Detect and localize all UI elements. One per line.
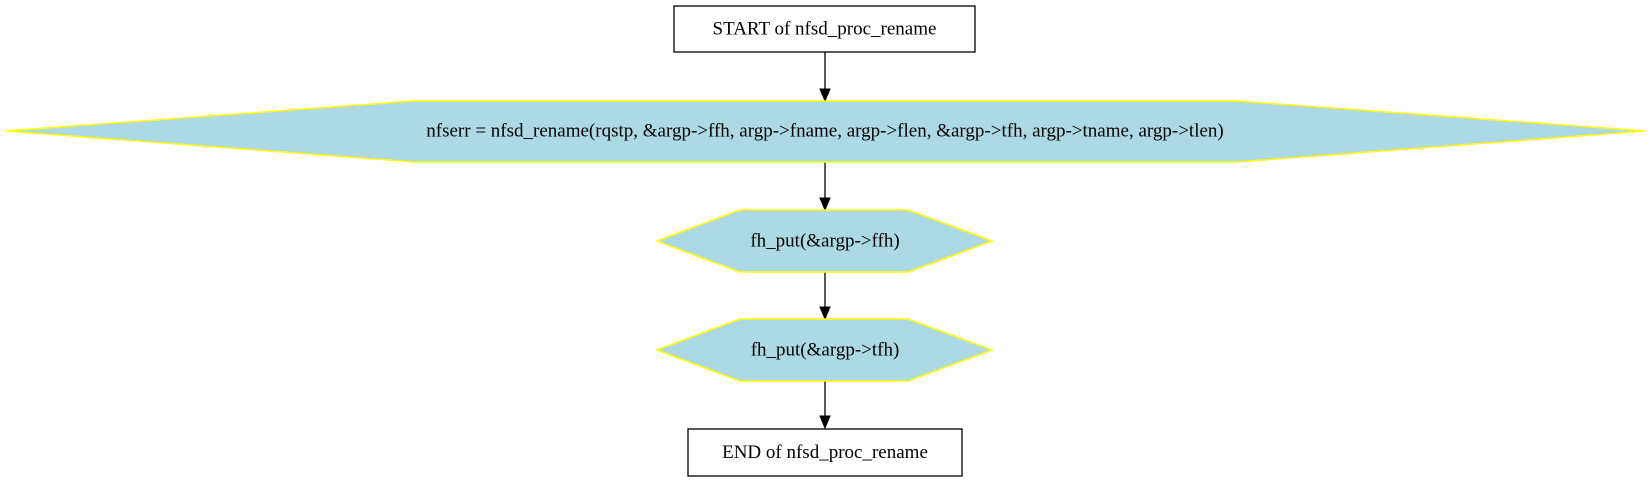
end-node-label: END of nfsd_proc_rename xyxy=(722,442,928,463)
put-tfh-node-label: fh_put(&argp->tfh) xyxy=(751,340,900,361)
put-ffh-node-shape xyxy=(654,209,995,273)
start-node-box xyxy=(673,5,976,53)
edge-rename-to-put-ffh xyxy=(819,162,831,212)
put-tfh-node-shape xyxy=(654,318,995,382)
start-node-label: START of nfsd_proc_rename xyxy=(713,19,937,40)
edge-put-ffh-to-put-tfh xyxy=(819,272,831,321)
edges xyxy=(819,52,831,430)
rename-node-label: nfserr = nfsd_rename(rqstp, &argp->ffh, … xyxy=(426,121,1223,142)
end-node: END of nfsd_proc_rename xyxy=(687,428,963,477)
put-tfh-node: fh_put(&argp->tfh) xyxy=(654,318,995,382)
edge-put-tfh-to-end xyxy=(819,381,831,430)
put-ffh-node: fh_put(&argp->ffh) xyxy=(654,209,995,273)
edge-start-to-rename xyxy=(819,52,831,103)
start-node: START of nfsd_proc_rename xyxy=(673,5,976,53)
put-ffh-node-label: fh_put(&argp->ffh) xyxy=(750,231,899,252)
end-node-box xyxy=(687,428,963,477)
rename-node: nfserr = nfsd_rename(rqstp, &argp->ffh, … xyxy=(5,100,1646,163)
rename-node-shape xyxy=(5,100,1646,163)
